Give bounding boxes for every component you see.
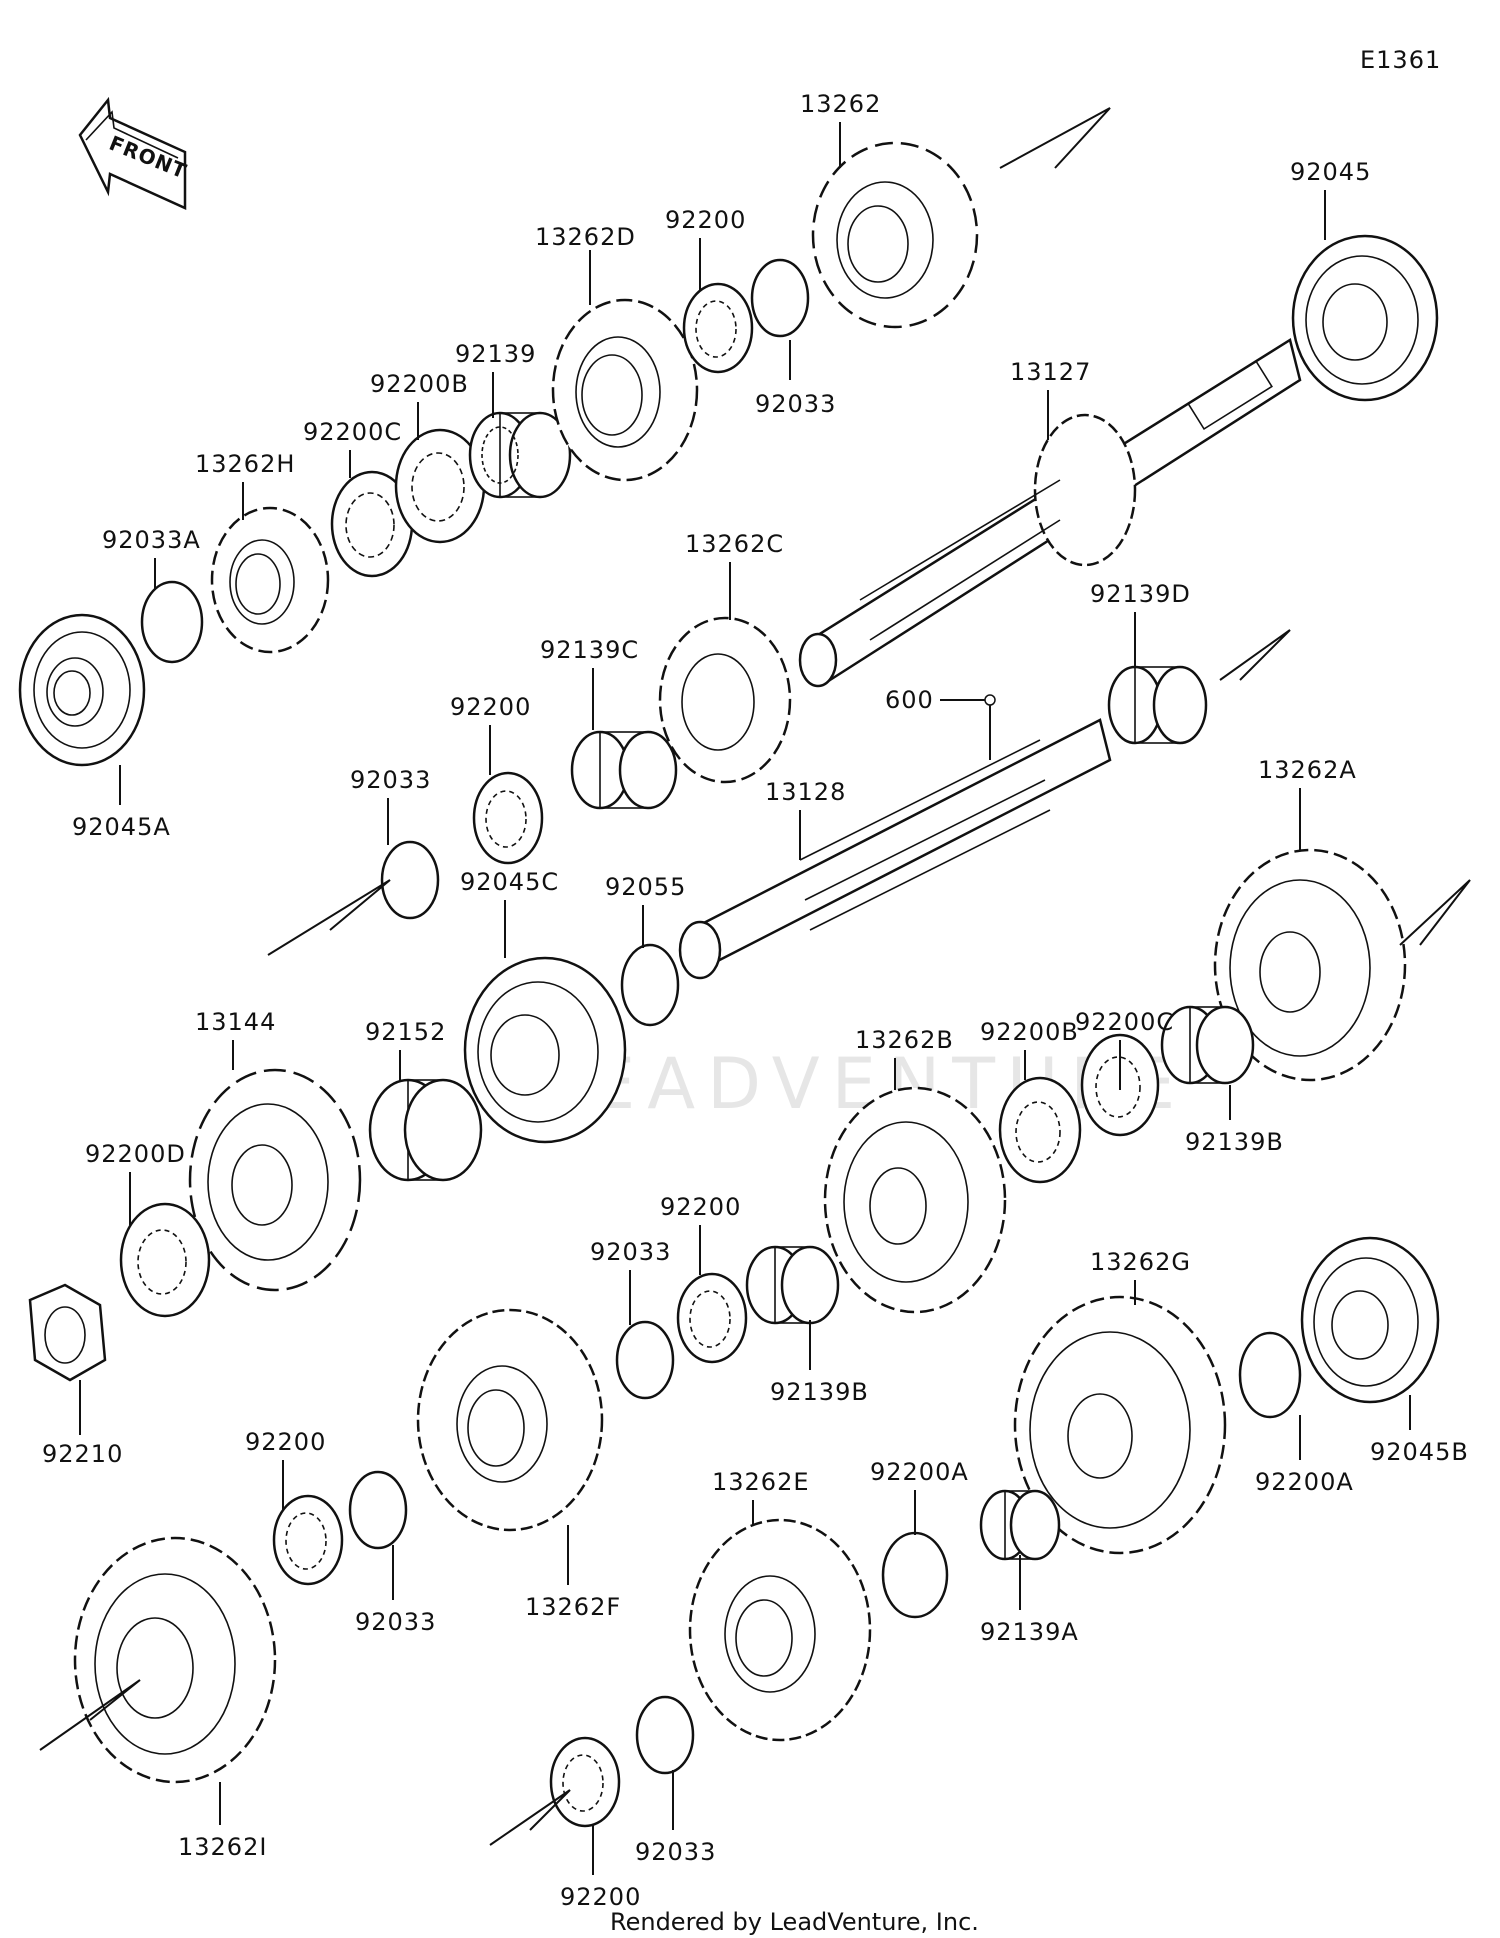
axis-arrow-bottom: [489, 1789, 571, 1846]
diagram-id: E1361: [1360, 46, 1441, 74]
o-ring-92055: [620, 943, 680, 1027]
washer-92200-low: [676, 1272, 748, 1364]
label-92200-mid: 92200: [450, 693, 531, 721]
needle-bearing-92139b-low: [745, 1245, 840, 1325]
label-92200b-top: 92200B: [370, 370, 469, 398]
gear-13262b: [823, 1086, 1007, 1314]
label-92152: 92152: [365, 1018, 446, 1046]
label-13262c: 13262C: [685, 530, 784, 558]
label-92033-bot: 92033: [635, 1838, 716, 1866]
label-92045b: 92045B: [1370, 1438, 1469, 1466]
gear-13262f: [416, 1308, 604, 1532]
sprocket-13144: [188, 1068, 362, 1292]
label-92055: 92055: [605, 873, 686, 901]
label-92200-top: 92200: [665, 206, 746, 234]
gear-13262g: [1013, 1295, 1227, 1555]
axis-arrow-top: [999, 107, 1111, 169]
label-92200c-top: 92200C: [303, 418, 402, 446]
washer-92200d: [119, 1202, 211, 1318]
label-92033-mid: 92033: [350, 766, 431, 794]
gear-13262d: [551, 298, 699, 482]
gear-13262a: [1213, 848, 1407, 1082]
label-13262b: 13262B: [855, 1026, 954, 1054]
label-13262: 13262: [800, 90, 881, 118]
needle-bearing-92139c: [570, 730, 678, 810]
label-92200a-mid: 92200A: [870, 1458, 969, 1486]
circlip-92033a: [140, 580, 204, 664]
label-13144: 13144: [195, 1008, 276, 1036]
label-13128: 13128: [765, 778, 846, 806]
label-92139c: 92139C: [540, 636, 639, 664]
label-92139b-low: 92139B: [770, 1378, 869, 1406]
washer-92200-bl: [272, 1494, 344, 1586]
label-92139: 92139: [455, 340, 536, 368]
gear-13262e: [688, 1518, 872, 1742]
footer-credit: Rendered by LeadVenture, Inc.: [610, 1908, 979, 1936]
needle-bearing-92139d: [1107, 665, 1208, 745]
bearing-92045c: [463, 956, 627, 1144]
label-13262d: 13262D: [535, 223, 636, 251]
needle-bearing-92139: [468, 411, 572, 499]
label-13262e: 13262E: [712, 1468, 810, 1496]
gear-13262h: [210, 506, 330, 654]
bearing-92045: [1291, 234, 1439, 402]
bearing-92045b: [1300, 1236, 1440, 1404]
label-92200-bl: 92200: [245, 1428, 326, 1456]
label-92210: 92210: [42, 1440, 123, 1468]
washer-92200a-right: [1238, 1331, 1302, 1419]
label-92200d: 92200D: [85, 1140, 186, 1168]
gear-13262c: [658, 616, 792, 784]
axis-arrow-mid-right: [1219, 629, 1291, 681]
label-13262g: 13262G: [1090, 1248, 1191, 1276]
axis-arrow-bottom-left: [39, 1679, 141, 1751]
circlip-92033-bl: [348, 1470, 408, 1550]
circlip-92033-mid: [380, 840, 440, 920]
circlip-92033-top: [750, 258, 810, 338]
needle-bearing-92139b-right: [1160, 1005, 1255, 1085]
label-92200a-right: 92200A: [1255, 1468, 1354, 1496]
gear-13262i: [73, 1536, 277, 1784]
washer-92200a-mid: [881, 1531, 949, 1619]
axis-arrow-mid-left: [267, 879, 391, 956]
washer-92200-top: [682, 282, 754, 374]
label-13262h: 13262H: [195, 450, 295, 478]
label-92200-bot: 92200: [560, 1883, 641, 1911]
washer-92200b-right: [998, 1076, 1082, 1184]
point-600: [984, 694, 996, 706]
circlip-92033-bot: [635, 1695, 695, 1775]
label-92139b-right: 92139B: [1185, 1128, 1284, 1156]
leader-lines: [79, 122, 1411, 1875]
axis-arrow-right: [1399, 879, 1471, 946]
label-92045: 92045: [1290, 158, 1371, 186]
shaft-13127: [798, 338, 1302, 688]
label-92033-low: 92033: [590, 1238, 671, 1266]
label-13262a: 13262A: [1258, 756, 1357, 784]
label-92139d: 92139D: [1090, 580, 1191, 608]
label-92139a: 92139A: [980, 1618, 1079, 1646]
circlip-92033-low: [615, 1320, 675, 1400]
washer-92200-mid: [472, 771, 544, 865]
label-92200c-right: 92200C: [1075, 1008, 1174, 1036]
label-13262f: 13262F: [525, 1593, 621, 1621]
label-92033-top: 92033: [755, 390, 836, 418]
label-92033a: 92033A: [102, 526, 201, 554]
label-92200b-right: 92200B: [980, 1018, 1079, 1046]
bushing-92139a: [979, 1489, 1061, 1561]
label-92045a: 92045A: [72, 813, 171, 841]
gear-13262: [811, 141, 979, 329]
bearing-92045a: [18, 613, 146, 767]
label-13262i: 13262I: [178, 1833, 267, 1861]
label-92033-bl: 92033: [355, 1608, 436, 1636]
label-600: 600: [885, 686, 934, 714]
front-arrow-icon: FRONT: [78, 96, 190, 210]
label-92200-low: 92200: [660, 1193, 741, 1221]
label-92045c: 92045C: [460, 868, 559, 896]
collar-92152: [368, 1078, 483, 1182]
shaft-13128: [678, 718, 1112, 980]
nut-92210: [28, 1283, 107, 1382]
washer-92200-bot: [549, 1736, 621, 1828]
label-13127: 13127: [1010, 358, 1091, 386]
